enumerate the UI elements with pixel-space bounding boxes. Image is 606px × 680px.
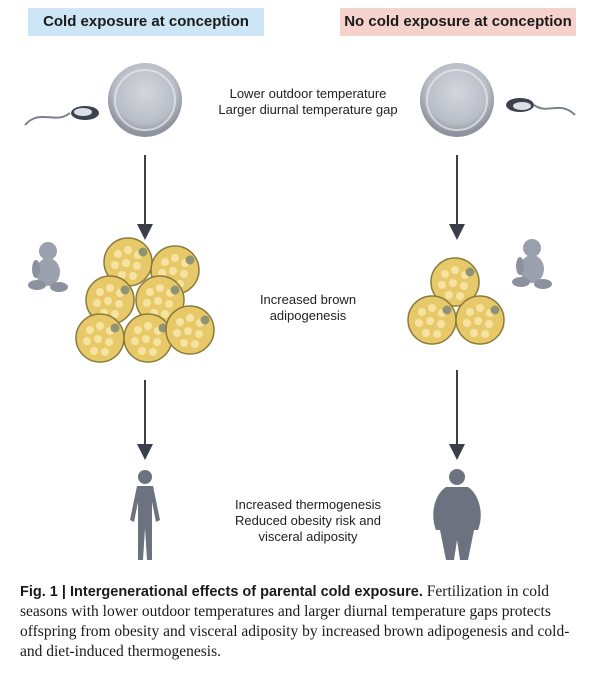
- outcomes-text: Increased thermogenesis Reduced obesity …: [190, 497, 426, 545]
- header-no-cold-exposure: No cold exposure at conception: [340, 8, 576, 36]
- slim-person-icon: [130, 470, 160, 560]
- adipogenesis-line: adipogenesis: [269, 308, 347, 323]
- caption-body: Fertilization in cold seasons with lower…: [20, 583, 570, 660]
- egg-left-icon: [108, 63, 182, 137]
- condition-line: Lower outdoor temperature: [229, 86, 387, 101]
- sperm-left-icon: [24, 106, 99, 126]
- conditions-text: Lower outdoor temperature Larger diurnal…: [190, 86, 426, 118]
- header-cold-exposure: Cold exposure at conception: [28, 8, 264, 36]
- caption-title: Intergenerational effects of parental co…: [69, 584, 423, 600]
- baby-right-icon: [512, 239, 552, 289]
- figure-caption: Fig. 1 | Intergenerational effects of pa…: [20, 582, 590, 662]
- outcome-line: visceral adiposity: [258, 529, 358, 544]
- adipogenesis-line: Increased brown: [259, 292, 357, 307]
- egg-right-icon: [420, 63, 494, 137]
- caption-label: Fig. 1 |: [20, 584, 70, 600]
- obese-person-icon: [433, 469, 481, 560]
- outcome-line: Increased thermogenesis: [235, 497, 381, 512]
- baby-left-icon: [28, 242, 68, 292]
- diagram-artwork: [24, 63, 576, 560]
- condition-line: Larger diurnal temperature gap: [218, 102, 398, 117]
- adipogenesis-text: Increased brown adipogenesis: [190, 292, 426, 324]
- outcome-line: Reduced obesity risk and: [235, 513, 381, 528]
- sperm-right-icon: [506, 98, 576, 116]
